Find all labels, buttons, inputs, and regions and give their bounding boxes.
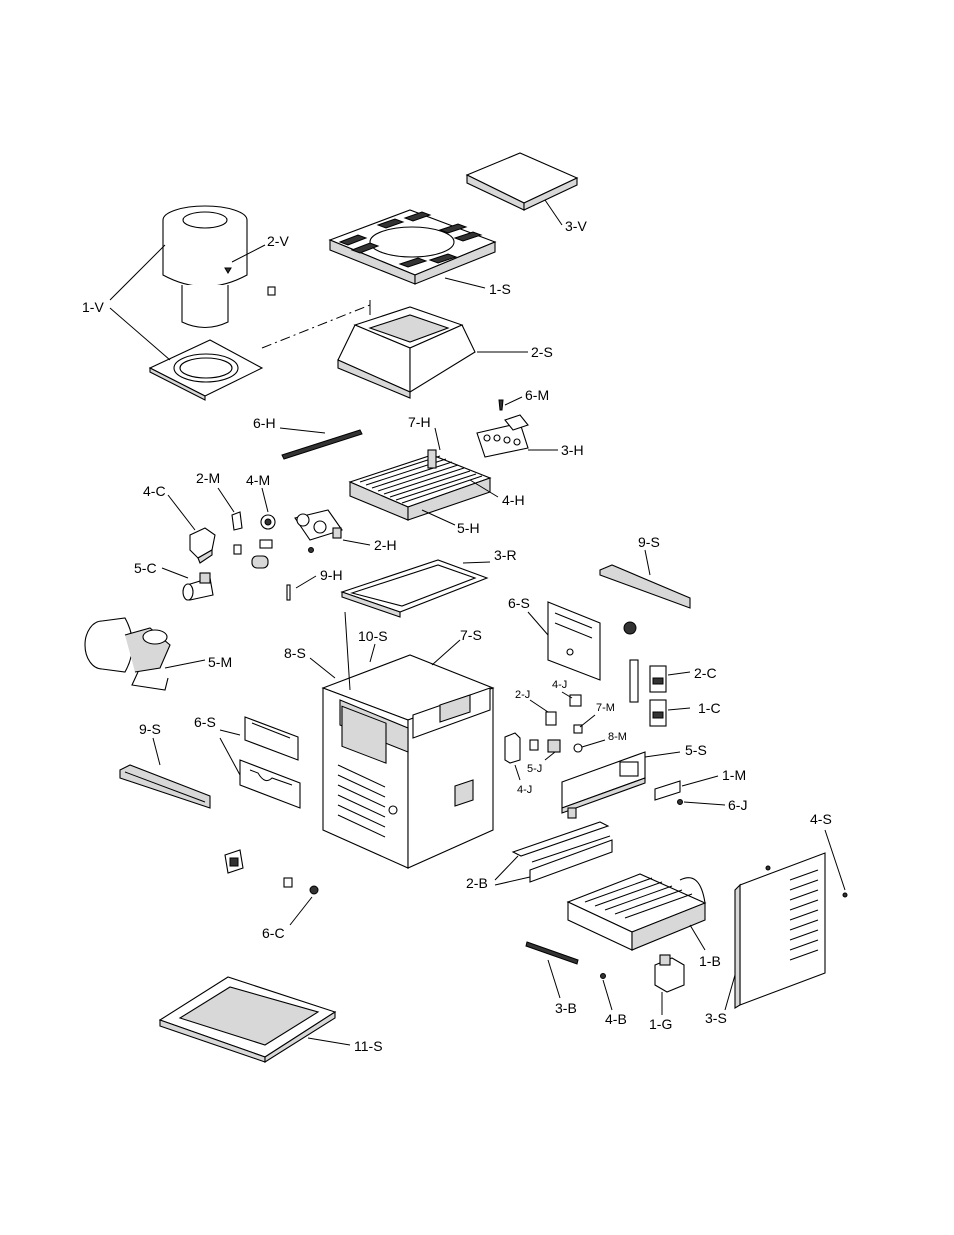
label-9-S-right: 9-S (638, 534, 660, 550)
label-4-B: 4-B (605, 1011, 627, 1027)
part-side-rail-left (120, 765, 210, 808)
part-switch-cluster (530, 695, 582, 752)
part-vent-stack (163, 206, 275, 328)
label-4-S: 4-S (810, 811, 832, 827)
part-igniter-bar (526, 942, 578, 964)
label-6-J: 6-J (728, 797, 747, 813)
part-side-rail-right (600, 565, 690, 608)
part-baffle (282, 430, 362, 459)
label-4-C: 4-C (143, 483, 166, 499)
part-fittings-6C (284, 878, 318, 894)
label-4-J-bottom: 4-J (517, 784, 532, 796)
part-base (160, 977, 335, 1062)
label-2-S: 2-S (531, 344, 553, 360)
label-6-H: 6-H (253, 415, 276, 431)
part-vent-flange (150, 340, 262, 400)
part-control-board-b (650, 700, 666, 726)
part-pressure-switch (190, 528, 215, 563)
label-6-C: 6-C (262, 925, 285, 941)
label-2-V: 2-V (267, 233, 289, 249)
part-rack-frame (342, 560, 487, 617)
part-rod (287, 585, 290, 600)
part-bracket (630, 660, 638, 702)
part-burner-tray (513, 822, 612, 882)
label-3-B: 3-B (555, 1000, 577, 1016)
label-8-S: 8-S (284, 645, 306, 661)
label-2-J: 2-J (515, 689, 530, 701)
label-3-S: 3-S (705, 1010, 727, 1026)
part-transformer (505, 733, 520, 763)
label-4-H: 4-H (502, 492, 525, 508)
label-2-C: 2-C (694, 665, 717, 681)
label-1-C: 1-C (698, 700, 721, 716)
label-6-S-right: 6-S (508, 595, 530, 611)
label-6-S-left: 6-S (194, 714, 216, 730)
part-tee-fitting (183, 573, 213, 600)
part-flue-collector (338, 307, 475, 398)
label-3-R: 3-R (494, 547, 517, 563)
label-10-S: 10-S (358, 628, 388, 644)
part-gas-valve (655, 955, 684, 992)
part-front-door (735, 853, 847, 1008)
label-5-M: 5-M (208, 654, 232, 670)
label-5-S: 5-S (685, 742, 707, 758)
label-7-M: 7-M (596, 702, 615, 714)
label-9-S-left: 9-S (139, 721, 161, 737)
label-5-H: 5-H (457, 520, 480, 536)
part-gauge (252, 515, 275, 568)
part-header-bleeder (499, 400, 503, 410)
label-3-H: 3-H (561, 442, 584, 458)
part-control-board-a (650, 666, 666, 692)
label-7-S: 7-S (460, 627, 482, 643)
part-screw-4B (601, 974, 606, 979)
part-screw (678, 800, 683, 805)
label-2-H: 2-H (374, 537, 397, 553)
label-5-C: 5-C (134, 560, 157, 576)
label-4-M: 4-M (246, 472, 270, 488)
part-cabinet (323, 655, 493, 868)
part-jacket-panel-right (548, 602, 600, 680)
part-top-panel (330, 210, 495, 284)
part-burner (568, 874, 705, 950)
part-heat-exchanger (350, 450, 490, 520)
label-1-V: 1-V (82, 299, 104, 315)
part-label-plate (655, 781, 680, 800)
label-9-H: 9-H (320, 567, 343, 583)
label-1-S: 1-S (489, 281, 511, 297)
label-6-M: 6-M (525, 387, 549, 403)
part-inlet-header (295, 510, 342, 553)
label-11-S: 11-S (354, 1038, 383, 1054)
label-2-M: 2-M (196, 470, 220, 486)
part-return-header (477, 415, 528, 457)
label-8-M: 8-M (608, 731, 627, 743)
label-1-G: 1-G (649, 1016, 672, 1032)
part-top-cover (467, 153, 577, 210)
part-relief-valve (232, 512, 242, 554)
label-4-J-top: 4-J (552, 679, 567, 691)
label-1-B: 1-B (699, 953, 721, 969)
label-3-V: 3-V (565, 218, 587, 234)
part-blower-housing (225, 850, 243, 873)
part-jacket-panel-left (240, 717, 300, 808)
label-1-M: 1-M (722, 767, 746, 783)
label-5-J: 5-J (527, 763, 542, 775)
label-2-B: 2-B (466, 875, 488, 891)
label-7-H: 7-H (408, 414, 431, 430)
part-pump (85, 618, 170, 690)
part-control-panel (562, 752, 645, 818)
